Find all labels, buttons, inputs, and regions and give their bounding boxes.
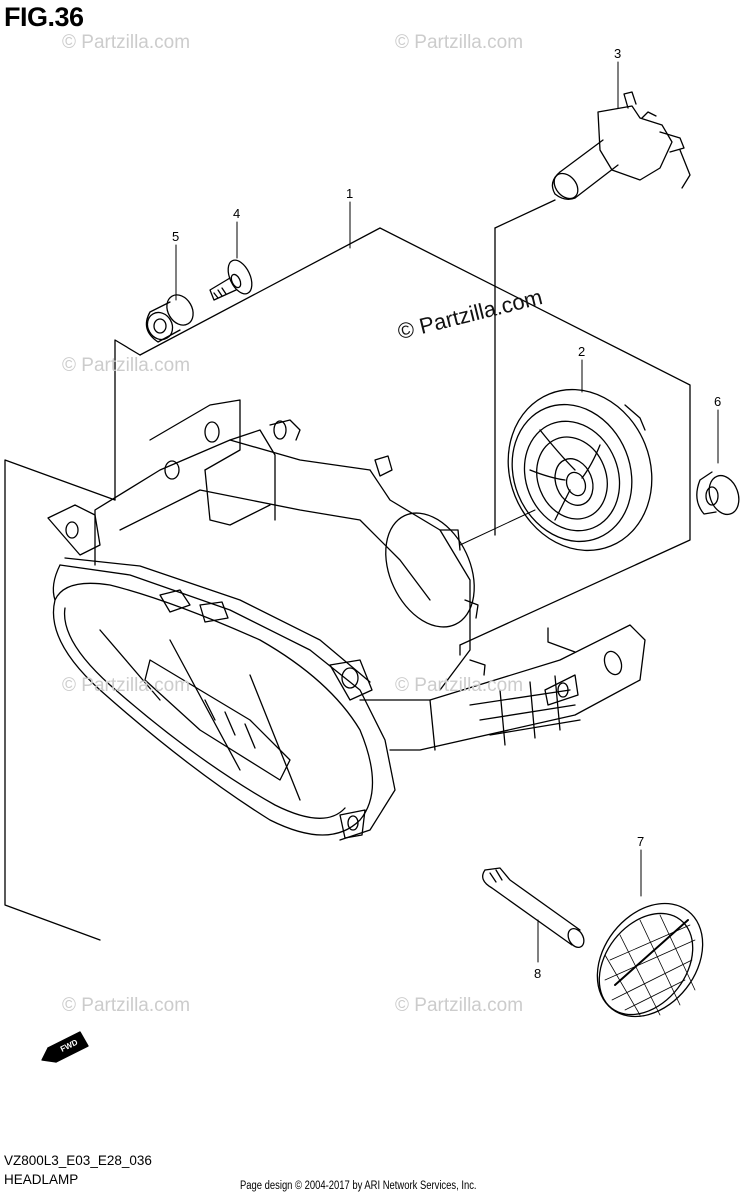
watermark-4: © Partzilla.com [62, 675, 191, 696]
assembly-frame [4, 199, 691, 941]
socket-cover-drawing [507, 388, 653, 552]
callout-3: 3 [614, 46, 621, 61]
headlamp-bulb-drawing [551, 91, 691, 200]
screw-drawing [209, 259, 253, 301]
watermark-3: © Partzilla.com [62, 355, 191, 376]
grommet-drawing [696, 471, 740, 516]
callout-6: 6 [714, 394, 721, 409]
watermark-7: © Partzilla.com [395, 995, 524, 1016]
watermark-2: © Partzilla.com [395, 32, 524, 53]
callout-1: 1 [346, 186, 353, 201]
headlamp-assembly-drawing [47, 399, 646, 841]
figure-title: FIG.36 [4, 2, 84, 32]
cushion-drawing [145, 294, 194, 343]
reflector-drawing [596, 902, 704, 1018]
fwd-arrow-icon [41, 1031, 89, 1063]
stud-bolt-drawing [482, 867, 585, 948]
callout-8: 8 [534, 966, 541, 981]
callout-5: 5 [172, 229, 179, 244]
page-credit: Page design © 2004-2017 by ARI Network S… [240, 1180, 477, 1192]
section-name: HEADLAMP [4, 1172, 79, 1187]
callout-2: 2 [578, 344, 585, 359]
callout-4: 4 [233, 206, 240, 221]
model-code: VZ800L3_E03_E28_036 [4, 1153, 152, 1168]
callout-7: 7 [637, 834, 644, 849]
watermark-1: © Partzilla.com [62, 32, 191, 53]
leader-lines [175, 61, 719, 963]
watermark-6: © Partzilla.com [62, 995, 191, 1016]
watermark-5: © Partzilla.com [395, 675, 524, 696]
